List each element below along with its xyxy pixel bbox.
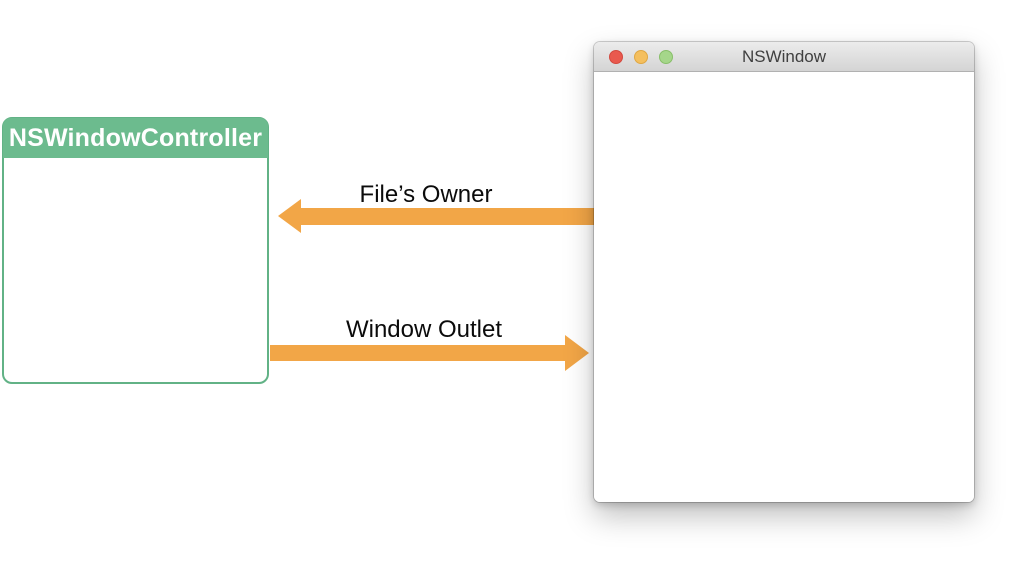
nswindowcontroller-box: NSWindowController bbox=[2, 117, 269, 384]
window-outlet-arrow-shaft bbox=[270, 345, 566, 361]
nswindowcontroller-title: NSWindowController bbox=[8, 123, 263, 152]
files-owner-label: File’s Owner bbox=[359, 181, 493, 208]
nswindowcontroller-header: NSWindowController bbox=[3, 118, 268, 158]
nswindow: NSWindow bbox=[594, 42, 974, 502]
nswindow-content-area bbox=[594, 72, 974, 502]
files-owner-arrow-shaft bbox=[300, 208, 602, 225]
zoom-button-icon[interactable] bbox=[659, 49, 673, 64]
nswindow-title: NSWindow bbox=[741, 46, 827, 66]
minimize-button-icon[interactable] bbox=[634, 49, 648, 64]
traffic-lights bbox=[609, 49, 673, 64]
files-owner-arrowhead-icon bbox=[278, 199, 301, 233]
nswindow-titlebar[interactable]: NSWindow bbox=[594, 42, 974, 72]
window-outlet-label: Window Outlet bbox=[345, 316, 503, 343]
window-outlet-arrowhead-icon bbox=[565, 335, 589, 371]
close-button-icon[interactable] bbox=[609, 49, 623, 64]
